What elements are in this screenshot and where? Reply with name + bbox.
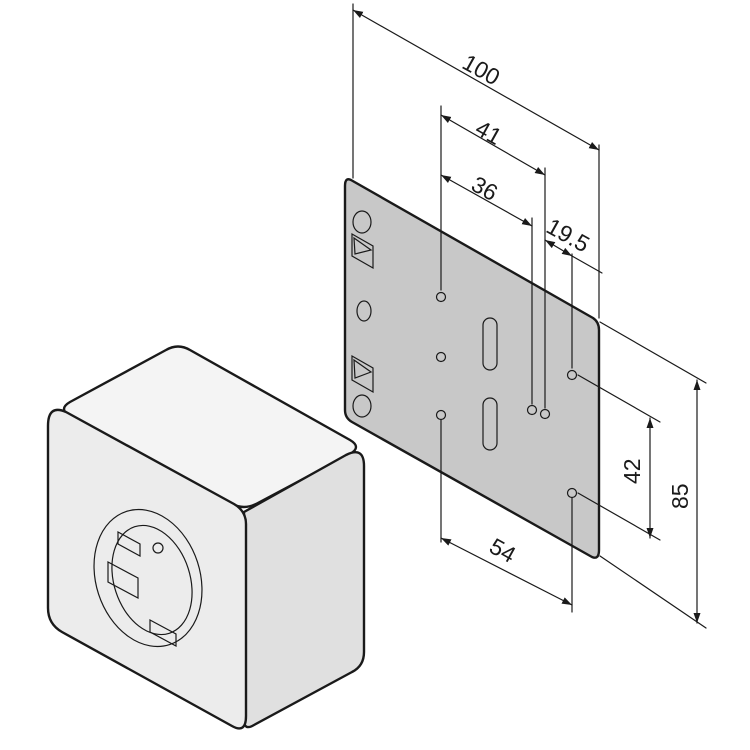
plate-hole	[526, 404, 538, 416]
socket-box-front	[46, 408, 248, 730]
dim-label-19-5: 19.5	[542, 213, 594, 257]
socket-box-side	[242, 451, 366, 729]
plate-notch-lower	[351, 354, 374, 394]
dim-label-41: 41	[471, 115, 506, 150]
plate-body	[343, 178, 601, 559]
dim-line-41	[440, 114, 546, 176]
mounting-plate	[343, 178, 601, 559]
dim-label-100: 100	[458, 49, 504, 90]
dimension-lines	[352, 9, 701, 624]
dim-label-85: 85	[667, 483, 693, 509]
dim-label-42: 42	[619, 458, 645, 484]
plate-slot-lower	[482, 397, 498, 451]
plate-hole	[539, 408, 551, 420]
socket-box	[46, 345, 366, 730]
socket-pin-hole	[152, 542, 164, 554]
socket-earth-clip-top	[117, 530, 141, 558]
plate-slot-upper	[482, 317, 498, 371]
plate-hole	[435, 291, 447, 303]
plate-hole	[566, 369, 578, 381]
socket-earth-clip-bottom	[149, 618, 177, 648]
dim-line-36	[440, 174, 533, 227]
plate-clip-top	[352, 210, 372, 234]
dim-label-36: 36	[467, 171, 502, 206]
socket-recess-outer	[93, 508, 203, 648]
socket-contact-left	[107, 561, 139, 599]
dim-line-100	[352, 9, 600, 151]
plate-clip-bottom	[352, 394, 372, 418]
plate-center-hole-left	[356, 300, 372, 322]
socket-recess-inner	[111, 524, 193, 636]
plate-notch-upper	[351, 232, 374, 270]
dim-line-54	[440, 537, 573, 606]
plate-hole	[435, 351, 447, 363]
dim-line-19-5	[544, 239, 573, 257]
